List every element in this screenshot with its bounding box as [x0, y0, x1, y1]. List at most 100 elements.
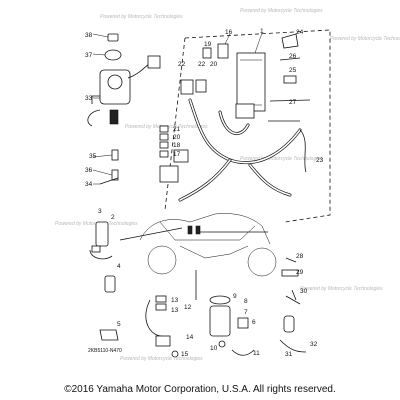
- callout: 13: [171, 297, 179, 304]
- part-27-tie: [269, 99, 311, 102]
- part-37-ring: [104, 49, 122, 61]
- callout: 20: [210, 61, 218, 68]
- callout: 11: [253, 350, 260, 357]
- part-1-ecu: [236, 52, 266, 112]
- key-cylinder: [107, 74, 123, 90]
- relay-b: [159, 165, 179, 183]
- part-5-connector: [99, 329, 119, 341]
- copyright-notice: ©2016 Yamaha Motor Corporation, U.S.A. A…: [64, 384, 336, 395]
- bottom-center-parts: [209, 295, 255, 356]
- part-17: [159, 150, 169, 158]
- part-34-bolt: [99, 177, 119, 185]
- callout: 8: [244, 298, 248, 305]
- callout: 34: [85, 181, 93, 188]
- part-20: [159, 133, 169, 141]
- callout: 5: [117, 321, 121, 328]
- part-7-unit: [209, 305, 231, 337]
- part-25-clip: [283, 75, 297, 84]
- part-6: [237, 317, 249, 329]
- callout: 2: [111, 214, 115, 221]
- callout: 3: [98, 208, 102, 215]
- relay-a: [173, 149, 189, 163]
- part-23-wire: [299, 129, 307, 173]
- callout: 30: [300, 288, 308, 295]
- callout: 4: [117, 263, 121, 270]
- part-14: [155, 335, 171, 347]
- callout: 15: [181, 351, 189, 358]
- callout: 26: [289, 53, 297, 60]
- callout: 27: [289, 99, 297, 106]
- ecu-coupler: [235, 103, 255, 119]
- callout: 29: [296, 269, 304, 276]
- part-12-wire: [145, 299, 163, 337]
- callout: 20: [173, 134, 181, 141]
- part-28: [285, 257, 297, 263]
- callout: 22: [178, 61, 186, 68]
- reference-code: 2KB5110-N470: [88, 348, 122, 354]
- callout: 6: [252, 319, 256, 326]
- fuse-relay-stack: [159, 125, 189, 183]
- part-4: [104, 275, 116, 293]
- watermark-text: Powered by Motorcycle Technologies: [300, 286, 383, 292]
- watermark-text: Powered by Motorcycle Technologies: [120, 356, 203, 362]
- callout: 33: [85, 95, 93, 102]
- front-wheel: [147, 245, 177, 275]
- part-26-band: [279, 57, 301, 61]
- part-29: [281, 269, 299, 277]
- part-24-bracket: [281, 33, 299, 49]
- part-16-relay: [217, 43, 229, 59]
- callout-labels: 38 37 33 35 36 34 19 16 1 24 22 22 20 26…: [85, 28, 324, 358]
- watermark-text: Powered by Motorcycle Technologies: [100, 14, 183, 20]
- callout: 24: [296, 29, 304, 36]
- part-30: [285, 289, 301, 305]
- callout: 25: [289, 67, 297, 74]
- switch-wire-2: [87, 109, 101, 127]
- callout: 7: [244, 309, 248, 316]
- callout: 22: [198, 61, 206, 68]
- part-10: [218, 340, 226, 348]
- bottom-right-parts: [279, 257, 307, 353]
- callout: 37: [85, 52, 93, 59]
- sensor-group-left: [89, 221, 119, 341]
- part-18: [159, 141, 169, 149]
- callout: 17: [173, 151, 181, 158]
- part-3: [91, 245, 101, 253]
- callout: 9: [233, 293, 237, 300]
- callout: 28: [296, 253, 304, 260]
- part-9-ring: [209, 295, 231, 305]
- callout: 23: [316, 157, 324, 164]
- watermark-text: Powered by Motorcycle Technologies: [240, 156, 323, 162]
- callout: 13: [171, 307, 179, 314]
- switch-wire-3: [91, 95, 100, 104]
- callout: 19: [204, 41, 212, 48]
- part-13b: [155, 303, 167, 311]
- callout: 10: [210, 345, 218, 352]
- part-38-cap: [107, 33, 119, 42]
- right-small-parts: [268, 33, 311, 122]
- callout: 18: [173, 142, 181, 149]
- harness-boundary: [164, 29, 331, 223]
- ecu-group: [180, 43, 266, 119]
- part-21: [159, 125, 169, 133]
- callout: 32: [310, 341, 318, 348]
- callout: 35: [89, 153, 97, 160]
- rear-wheel: [247, 247, 277, 277]
- part-2-sensor: [95, 221, 109, 247]
- switch-body: [109, 109, 119, 125]
- callout: 16: [225, 29, 233, 36]
- part-11-wire: [231, 349, 255, 356]
- part-13a: [155, 295, 167, 303]
- part-22b-connector: [195, 79, 207, 93]
- callout: 38: [85, 32, 93, 39]
- bottom-left-parts: [145, 295, 179, 358]
- motorcycle-outline: [119, 213, 277, 300]
- main-wire-harness: [178, 98, 307, 202]
- part-32: [279, 339, 307, 353]
- callout: 1: [260, 28, 264, 35]
- callout: 21: [173, 126, 181, 133]
- part-35: [111, 149, 119, 161]
- callout: 36: [85, 167, 93, 174]
- callout: 12: [184, 304, 192, 311]
- part-31: [283, 315, 295, 333]
- watermark-text: Powered by Motorcycle Technologies: [330, 36, 400, 42]
